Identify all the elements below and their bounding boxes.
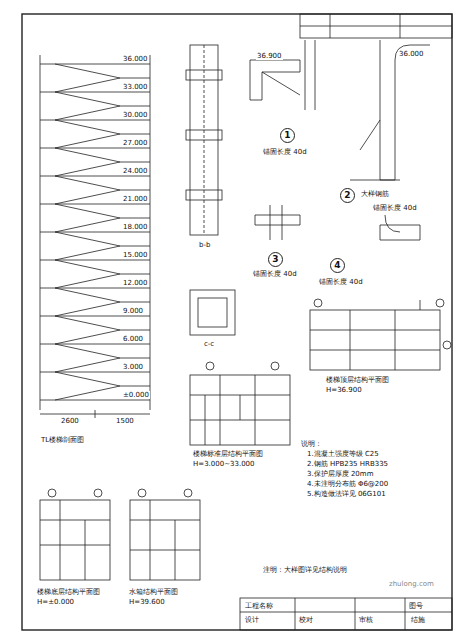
drawing-label: 楼梯底层结构平面图 <box>36 588 101 596</box>
drawing-label: 结施 <box>410 616 426 624</box>
drawing-label: 锚固长度 40d <box>262 148 308 156</box>
drawing-label: 锚固长度 40d <box>252 270 298 278</box>
drawing-label: 2600 <box>60 417 80 425</box>
drawing-label: 楼梯顶层结构平面图 <box>325 376 390 384</box>
drawing-label: 工程名称 <box>244 602 274 610</box>
elevation-mark: 9.000 <box>122 307 144 315</box>
elevation-mark: 30.000 <box>122 111 149 119</box>
drawing-label: 36.900 <box>256 52 283 60</box>
elevation-mark: 15.000 <box>122 251 149 259</box>
drawing-label: 楼梯标准层结构平面图 <box>192 450 264 458</box>
elevation-mark: 36.000 <box>122 55 149 63</box>
detail-callout-circle: 1 <box>280 128 295 143</box>
callout-number: 4 <box>330 258 345 273</box>
drawing-label: TL楼梯剖面图 <box>40 436 85 444</box>
detail-callout-circle: 2 <box>340 188 355 203</box>
callout-number: 2 <box>340 188 355 203</box>
drawing-label: 36.000 <box>398 50 425 58</box>
elevation-mark: ±0.000 <box>122 391 150 399</box>
drawing-label: zhulong.com <box>388 580 435 588</box>
drawing-label: 审核 <box>358 616 374 624</box>
elevation-mark: 24.000 <box>122 167 149 175</box>
drawing-label: 5.构造做法详见 06G101 <box>306 490 387 498</box>
detail-callout-circle: 4 <box>330 258 345 273</box>
drawing-label: 1.混凝土强度等级 C25 <box>306 450 380 458</box>
drawing-label: H=36.900 <box>325 386 363 394</box>
detail-callout-circle: 3 <box>268 252 283 267</box>
elevation-mark: 6.000 <box>122 335 144 343</box>
callout-number: 3 <box>268 252 283 267</box>
drawing-label: 2.钢筋 HPB235 HRB335 <box>306 460 389 468</box>
drawing-label: 说明： <box>300 440 323 448</box>
elevation-mark: 21.000 <box>122 195 149 203</box>
drawing-label: 图号 <box>408 602 424 610</box>
drawing-label: 大样钢筋 <box>360 190 390 198</box>
elevation-mark: 12.000 <box>122 279 149 287</box>
drawing-label: 水箱结构平面图 <box>128 588 179 596</box>
elevation-mark: 27.000 <box>122 139 149 147</box>
drawing-label: H=3.000~33.000 <box>192 460 256 468</box>
elevation-mark: 33.000 <box>122 83 149 91</box>
drawing-label: b-b <box>198 241 211 249</box>
drawing-label: 1500 <box>115 417 135 425</box>
drawing-label: 3.保护层厚度 20mm <box>306 470 374 478</box>
drawing-label: c-c <box>203 340 215 348</box>
drawing-label: 锚固长度 40d <box>372 204 418 212</box>
elevation-mark: 3.000 <box>122 363 144 371</box>
drawing-label: 4.未注明分布筋 Φ6@200 <box>306 480 389 488</box>
drawing-label: 校对 <box>298 616 314 624</box>
elevation-mark: 18.000 <box>122 223 149 231</box>
drawing-label: 设计 <box>244 616 260 624</box>
callout-number: 1 <box>280 128 295 143</box>
drawing-label: H=39.600 <box>128 598 166 606</box>
drawing-label: 注明：大样图详见结构说明 <box>262 566 348 574</box>
drawing-label: 锚固长度 40d <box>318 278 364 286</box>
drawing-label: H=±0.000 <box>36 598 75 606</box>
